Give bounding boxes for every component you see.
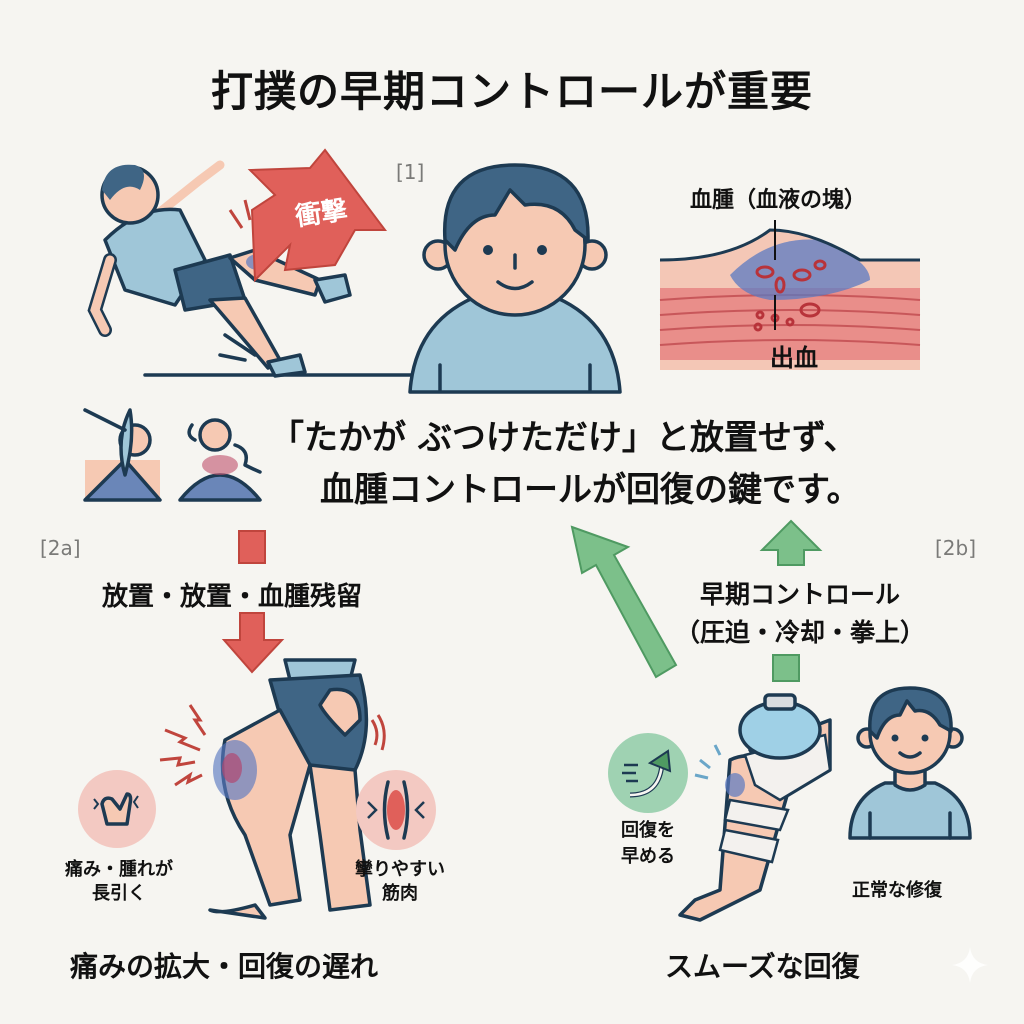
key-message-line2: 血腫コントロールが回復の鍵です。 <box>320 470 861 510</box>
green-up-arrow-icon <box>759 519 823 566</box>
impact-label: 衝撃 <box>293 195 350 233</box>
neglect-label: 放置・放置・血腫残留 <box>102 582 363 612</box>
pain-swelling-icon-circle <box>78 770 156 848</box>
falling-person-illustration <box>87 148 427 378</box>
outcome-a-label: 痛みの拡大・回復の遅れ <box>70 950 379 983</box>
page-title: 打撲の早期コントロールが重要 <box>210 67 813 116</box>
reference-2b: [2b] <box>935 536 977 560</box>
swelling-icon <box>178 418 262 502</box>
red-arrow-stub-icon <box>238 530 266 564</box>
outcome-b-label: スムーズな回復 <box>665 950 860 983</box>
cramp-line1: 攣りやすい <box>355 859 445 880</box>
pain-swelling-line1: 痛み・腫れが <box>65 859 173 880</box>
cramp-line2: 筋肉 <box>382 883 418 904</box>
cramp-icon-circle <box>356 770 436 850</box>
early-control-line2: （圧迫・冷却・拳上） <box>674 618 925 647</box>
hematoma-cross-section <box>659 220 921 370</box>
key-message-line1: 「たかが ぶつけただけ」と放置せず、 <box>270 418 858 458</box>
bleeding-label: 出血 <box>770 344 818 372</box>
needle-injection-icon <box>83 408 162 502</box>
sparkle-watermark-icon <box>952 947 988 983</box>
normal-repair-label: 正常な修復 <box>852 880 942 901</box>
bruised-leg-illustration <box>208 658 386 920</box>
pain-swelling-line2: 長引く <box>92 883 146 904</box>
bandaged-leg-icepack-illustration <box>678 693 832 922</box>
green-diagonal-arrow-icon <box>570 525 678 679</box>
speed-recovery-line2: 早める <box>621 846 675 867</box>
speed-recovery-label: 回復を 早める <box>600 818 696 870</box>
calm-person-illustration <box>408 163 622 394</box>
pain-swelling-label: 痛み・腫れが 長引く <box>44 858 194 906</box>
recovery-icon-circle <box>608 733 688 813</box>
reference-1: [1] <box>396 160 425 184</box>
reference-2a: [2a] <box>40 536 81 560</box>
healthy-person-illustration <box>848 686 972 840</box>
hematoma-label: 血腫（血液の塊） <box>690 188 867 213</box>
pain-zigzag-icon <box>159 704 207 787</box>
early-control-line1: 早期コントロール <box>699 580 900 609</box>
cramp-label: 攣りやすい 筋肉 <box>330 858 470 906</box>
speed-recovery-line1: 回復を <box>621 820 675 841</box>
key-message: 「たかが ぶつけただけ」と放置せず、 血腫コントロールが回復の鍵です。 <box>270 412 990 516</box>
hand-pain-icon <box>93 792 139 826</box>
early-control-label: 早期コントロール （圧迫・冷却・拳上） <box>660 576 940 652</box>
fast-recovery-arrow-icon <box>622 749 672 798</box>
muscle-cramp-icon <box>367 780 425 840</box>
green-arrow-stub-icon <box>772 654 800 682</box>
red-down-arrow-icon <box>221 612 285 674</box>
